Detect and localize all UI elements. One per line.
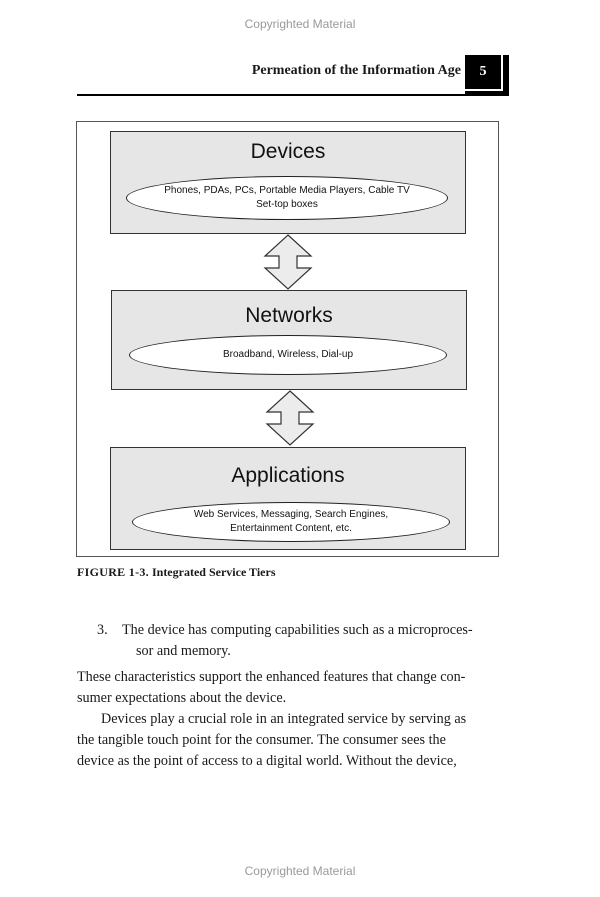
tier-description-line: Broadband, Wireless, Dial-up	[222, 349, 354, 360]
paragraph-characteristics: These characteristics support the enhanc…	[77, 667, 465, 709]
tier-networks: Networks Broadband, Wireless, Dial-up	[111, 290, 467, 390]
figure-caption: FIGURE 1-3. Integrated Service Tiers	[77, 565, 276, 580]
list-item-number: 3.	[97, 622, 108, 638]
figure-frame: Devices Phones, PDAs, PCs, Portable Medi…	[76, 121, 499, 557]
paragraph-line: sumer expectations about the device.	[77, 690, 287, 706]
tier-description-line: Set-top boxes	[256, 199, 318, 210]
tier-description-networks: Broadband, Wireless, Dial-up	[129, 335, 447, 375]
double-arrow-icon	[263, 234, 313, 290]
page-number: 5	[465, 55, 501, 89]
page-number-gap	[501, 55, 503, 91]
header-rule	[77, 94, 466, 96]
list-item-3: 3. The device has computing capabilities…	[97, 620, 473, 662]
tier-title-applications: Applications	[231, 464, 345, 487]
tier-title-networks: Networks	[245, 304, 333, 327]
paragraph-line: the tangible touch point for the consume…	[77, 732, 446, 748]
copyright-watermark-top: Copyrighted Material	[244, 17, 356, 31]
tier-title-devices: Devices	[250, 140, 326, 163]
figure-caption-label: FIGURE 1-3.	[77, 565, 149, 579]
double-arrow-icon	[265, 390, 315, 446]
list-item-line: The device has computing capabilities su…	[122, 622, 473, 638]
tier-description-line: Web Services, Messaging, Search Engines,	[193, 509, 389, 520]
copyright-watermark-bottom: Copyrighted Material	[244, 864, 356, 878]
tier-description-applications: Web Services, Messaging, Search Engines,…	[132, 502, 450, 542]
page-number-shadow-bottom	[465, 91, 509, 96]
tier-applications: Applications Web Services, Messaging, Se…	[110, 447, 466, 550]
paragraph-devices: Devices play a crucial role in an integr…	[77, 709, 466, 772]
paragraph-line: Devices play a crucial role in an integr…	[101, 711, 467, 727]
tier-description-devices: Phones, PDAs, PCs, Portable Media Player…	[126, 176, 448, 220]
tier-devices: Devices Phones, PDAs, PCs, Portable Medi…	[110, 131, 466, 234]
running-head: Permeation of the Information Age	[251, 63, 461, 78]
list-item-line: sor and memory.	[136, 643, 231, 659]
figure-caption-text: Integrated Service Tiers	[151, 565, 276, 579]
page-number-shadow	[503, 55, 509, 96]
paragraph-line: These characteristics support the enhanc…	[77, 669, 466, 685]
tier-description-line: Phones, PDAs, PCs, Portable Media Player…	[164, 185, 410, 196]
tier-description-line: Entertainment Content, etc.	[230, 523, 352, 534]
paragraph-line: device as the point of access to a digit…	[77, 753, 457, 769]
